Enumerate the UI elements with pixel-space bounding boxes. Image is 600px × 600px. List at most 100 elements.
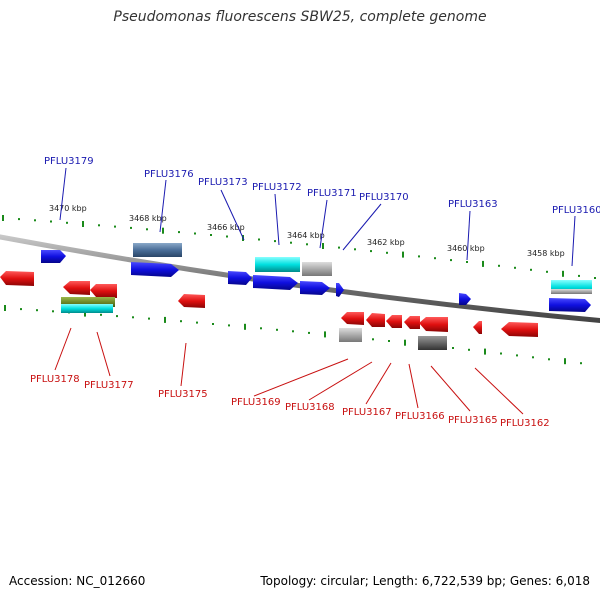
minor-tick <box>98 224 100 227</box>
scale-label: 3458 kbp <box>527 249 565 258</box>
minor-tick <box>450 259 452 262</box>
gene-block[interactable] <box>133 243 182 257</box>
leader-line <box>408 363 419 409</box>
gene-label[interactable]: PFLU3168 <box>285 402 335 413</box>
major-tick <box>244 323 246 330</box>
gene-arrow[interactable] <box>459 293 471 305</box>
minor-tick <box>196 321 198 324</box>
gene-label[interactable]: PFLU3177 <box>84 380 134 391</box>
gene-arrow[interactable] <box>386 315 402 328</box>
minor-tick <box>388 340 390 342</box>
gene-block[interactable] <box>339 328 362 342</box>
minor-tick <box>290 241 292 244</box>
gene-arrow[interactable] <box>336 283 344 297</box>
leader-line <box>474 367 524 415</box>
gene-features-lower <box>0 271 538 350</box>
minor-tick <box>260 327 262 330</box>
gene-arrow[interactable] <box>419 317 448 332</box>
gene-arrow[interactable] <box>63 281 90 295</box>
leader-line <box>365 362 392 405</box>
gene-label[interactable]: PFLU3162 <box>500 418 550 429</box>
leader-line <box>571 215 576 267</box>
leader-line <box>159 179 167 233</box>
genome-title: Pseudomonas fluorescens SBW25, complete … <box>113 9 487 25</box>
minor-tick <box>178 231 180 234</box>
minor-tick <box>36 309 38 312</box>
leader-line <box>342 203 382 251</box>
gene-arrow[interactable] <box>0 271 34 286</box>
gene-label[interactable]: PFLU3175 <box>158 389 208 400</box>
gene-labels-upper: PFLU3179 PFLU3176 PFLU3173 PFLU3172 PFLU… <box>44 156 600 267</box>
minor-tick <box>452 347 454 349</box>
leader-line <box>253 358 349 397</box>
gene-arrow[interactable] <box>341 312 364 325</box>
gene-block[interactable] <box>551 289 592 294</box>
gene-arrow[interactable] <box>228 271 252 285</box>
gene-label[interactable]: PFLU3176 <box>144 169 194 180</box>
gene-label[interactable]: PFLU3170 <box>359 192 409 203</box>
accession-text: Accession: NC_012660 <box>9 574 146 588</box>
gene-arrow[interactable] <box>300 281 330 295</box>
minor-tick <box>578 274 580 277</box>
gene-arrow[interactable] <box>404 316 420 329</box>
leader-line <box>59 167 67 221</box>
gene-label[interactable]: PFLU3167 <box>342 407 392 418</box>
gene-features-upper <box>41 243 592 312</box>
gene-label[interactable]: PFLU3172 <box>252 182 302 193</box>
minor-tick <box>514 266 516 269</box>
gene-label[interactable]: PFLU3169 <box>231 397 281 408</box>
minor-tick <box>370 250 372 253</box>
minor-tick <box>18 218 20 221</box>
scale-label: 3468 kbp <box>129 214 167 223</box>
gene-label[interactable]: PFLU3165 <box>448 415 498 426</box>
minor-tick <box>212 323 214 325</box>
gene-label[interactable]: PFLU3178 <box>30 374 80 385</box>
gene-arrow[interactable] <box>473 321 482 334</box>
gene-arrow[interactable] <box>501 322 538 337</box>
gene-label[interactable]: PFLU3163 <box>448 199 498 210</box>
major-tick <box>482 260 484 267</box>
gene-label[interactable]: PFLU3166 <box>395 411 445 422</box>
gene-arrow[interactable] <box>41 250 66 263</box>
leader-line <box>466 210 471 261</box>
gene-label[interactable]: PFLU3179 <box>44 156 94 167</box>
minor-tick <box>226 235 228 238</box>
leader-line <box>220 189 245 241</box>
gene-block[interactable] <box>418 336 447 350</box>
gene-arrow[interactable] <box>131 262 179 277</box>
gene-block[interactable] <box>61 304 113 313</box>
minor-tick <box>274 240 276 243</box>
leader-line <box>319 199 328 249</box>
scale-label: 3470 kbp <box>49 204 87 213</box>
minor-tick <box>116 315 118 318</box>
gene-arrow[interactable] <box>90 284 117 298</box>
leader-line <box>274 193 280 246</box>
major-tick <box>562 270 564 277</box>
minor-tick <box>114 225 116 228</box>
minor-tick <box>546 270 548 273</box>
minor-tick <box>532 356 534 359</box>
gene-arrow[interactable] <box>178 294 205 308</box>
minor-tick <box>498 264 500 267</box>
minor-tick <box>34 219 36 222</box>
gene-arrow[interactable] <box>549 298 591 312</box>
major-tick <box>162 227 164 234</box>
major-tick <box>4 305 6 311</box>
gene-block[interactable] <box>61 297 115 307</box>
gene-label[interactable]: PFLU3171 <box>307 188 357 199</box>
minor-tick <box>52 310 54 313</box>
minor-tick <box>146 228 148 231</box>
gene-arrow[interactable] <box>366 313 385 327</box>
genome-summary-text: Topology: circular; Length: 6,722,539 bp… <box>260 574 590 588</box>
minor-tick <box>466 261 468 263</box>
gene-block[interactable] <box>255 257 300 272</box>
gene-block[interactable] <box>302 262 332 276</box>
gene-label[interactable]: PFLU3160 <box>552 205 600 216</box>
minor-tick <box>50 220 52 223</box>
minor-tick <box>228 324 230 327</box>
major-tick <box>402 251 404 258</box>
gene-arrow[interactable] <box>253 275 298 290</box>
minor-tick <box>338 246 340 249</box>
gene-label[interactable]: PFLU3173 <box>198 177 248 188</box>
